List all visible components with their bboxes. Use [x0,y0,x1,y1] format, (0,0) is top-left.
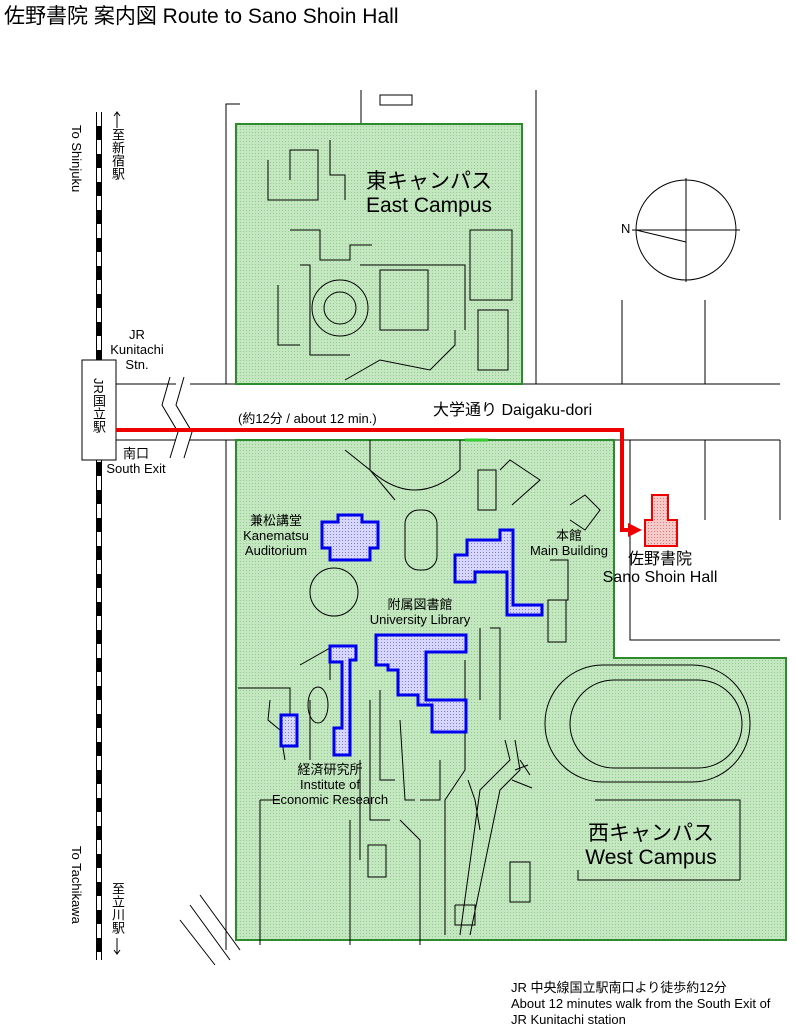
kunitachi-station-box [81,359,117,461]
page-title: 佐野書院 案内図 Route to Sano Shoin Hall [4,5,399,28]
kanematsu-auditorium-shape [320,513,380,562]
west-campus-buildings [238,440,751,945]
east-campus-buildings [267,140,513,381]
to-shinjuku-ja-label: 至新宿駅 [109,128,125,180]
university-library-label: 附属図書館 University Library [369,597,471,627]
sano-shoin-hall-shape [644,494,678,547]
east-campus-label: 東キャンパス East Campus [365,170,493,218]
highlighted-buildings [279,513,544,757]
walk-time-label: (約12分 / about 12 min.) [238,411,377,426]
to-shinjuku-label: To Shinjuku [69,125,84,193]
kunitachi-station-label: JR Kunitachi Stn. [110,327,164,372]
institute-economic-research-label: 経済研究所 Institute of Economic Research [271,762,389,807]
east-campus-area [235,123,523,385]
west-campus-area [235,439,787,941]
main-building-shape [453,528,544,617]
compass-north-label: N [621,221,631,236]
ier-shape [328,644,358,757]
to-tachikawa-label: To Tachikawa [69,846,84,924]
to-tachikawa-ja-label: 至立川駅 [109,882,125,934]
south-exit-label: 南口 South Exit [106,446,166,476]
kunitachi-station-box-label: JR国立駅 [90,378,106,433]
direction-arrows [113,111,121,955]
directions-footnote: JR 中央線国立駅南口より徒歩約12分 About 12 minutes wal… [511,980,771,1027]
kanematsu-auditorium-label: 兼松講堂 Kanematsu Auditorium [243,513,309,558]
route-path [116,428,630,532]
route-arrowhead [628,523,642,537]
west-campus-label: 西キャンパス West Campus [585,822,717,870]
sano-shoin-hall-label: 佐野書院 Sano Shoin Hall [602,551,718,587]
main-building-label: 本館 Main Building [529,528,609,558]
library-shape [374,633,468,734]
ier-annex-shape [279,713,299,748]
compass [632,178,740,282]
street-name-label: 大学通り Daigaku-dori [433,402,593,419]
